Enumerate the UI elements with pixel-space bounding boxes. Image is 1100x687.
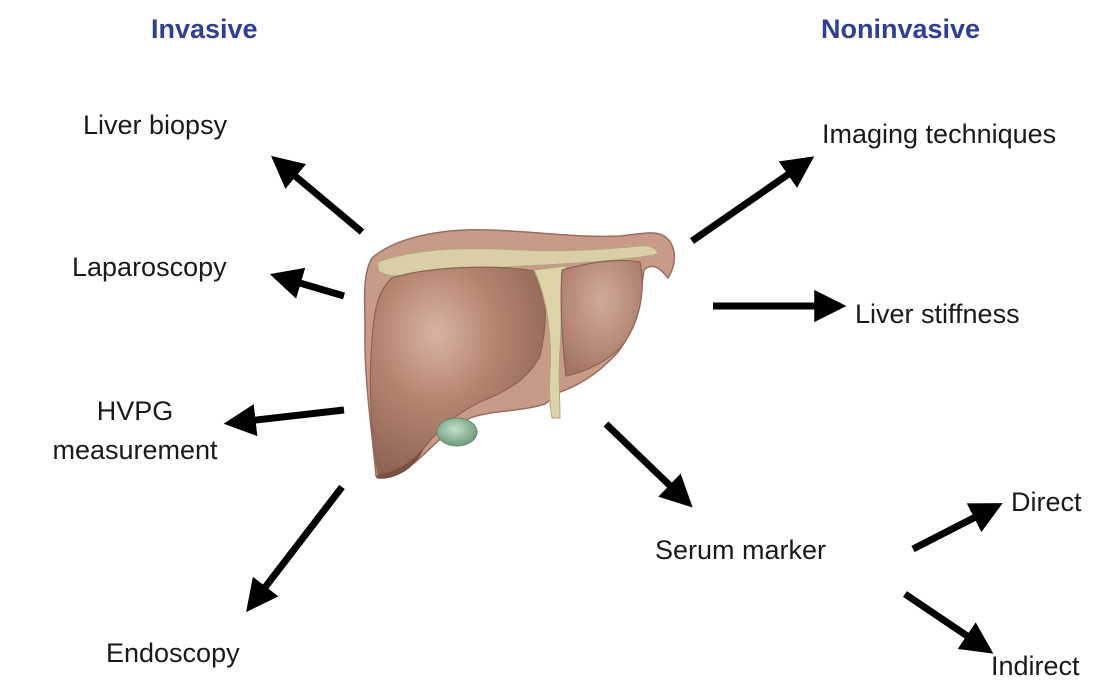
- label-liver-biopsy: Liver biopsy: [83, 106, 227, 145]
- label-hvpg-line2: measurement: [10, 431, 260, 470]
- label-serum-marker: Serum marker: [655, 531, 826, 570]
- label-liver-stiffness: Liver stiffness: [855, 295, 1020, 334]
- gallbladder: [437, 418, 477, 446]
- label-hvpg-measurement: HVPG measurement: [10, 392, 260, 470]
- label-laparoscopy: Laparoscopy: [72, 248, 227, 287]
- liver-small-lobe: [561, 260, 642, 376]
- arrow-serum-marker: [606, 424, 688, 503]
- label-direct: Direct: [1011, 483, 1082, 522]
- arrow-endoscopy: [250, 487, 342, 607]
- arrow-liver-biopsy: [276, 160, 362, 232]
- arrow-laparoscopy: [276, 276, 344, 296]
- label-imaging-techniques: Imaging techniques: [822, 115, 1056, 154]
- heading-invasive: Invasive: [151, 14, 258, 45]
- label-hvpg-line1: HVPG: [10, 392, 260, 431]
- label-indirect: Indirect: [991, 647, 1080, 686]
- arrow-indirect: [905, 594, 988, 650]
- label-endoscopy: Endoscopy: [106, 634, 240, 673]
- arrow-direct: [913, 506, 997, 549]
- heading-noninvasive: Noninvasive: [821, 14, 980, 45]
- arrows: [230, 160, 997, 650]
- arrow-imaging: [692, 160, 809, 241]
